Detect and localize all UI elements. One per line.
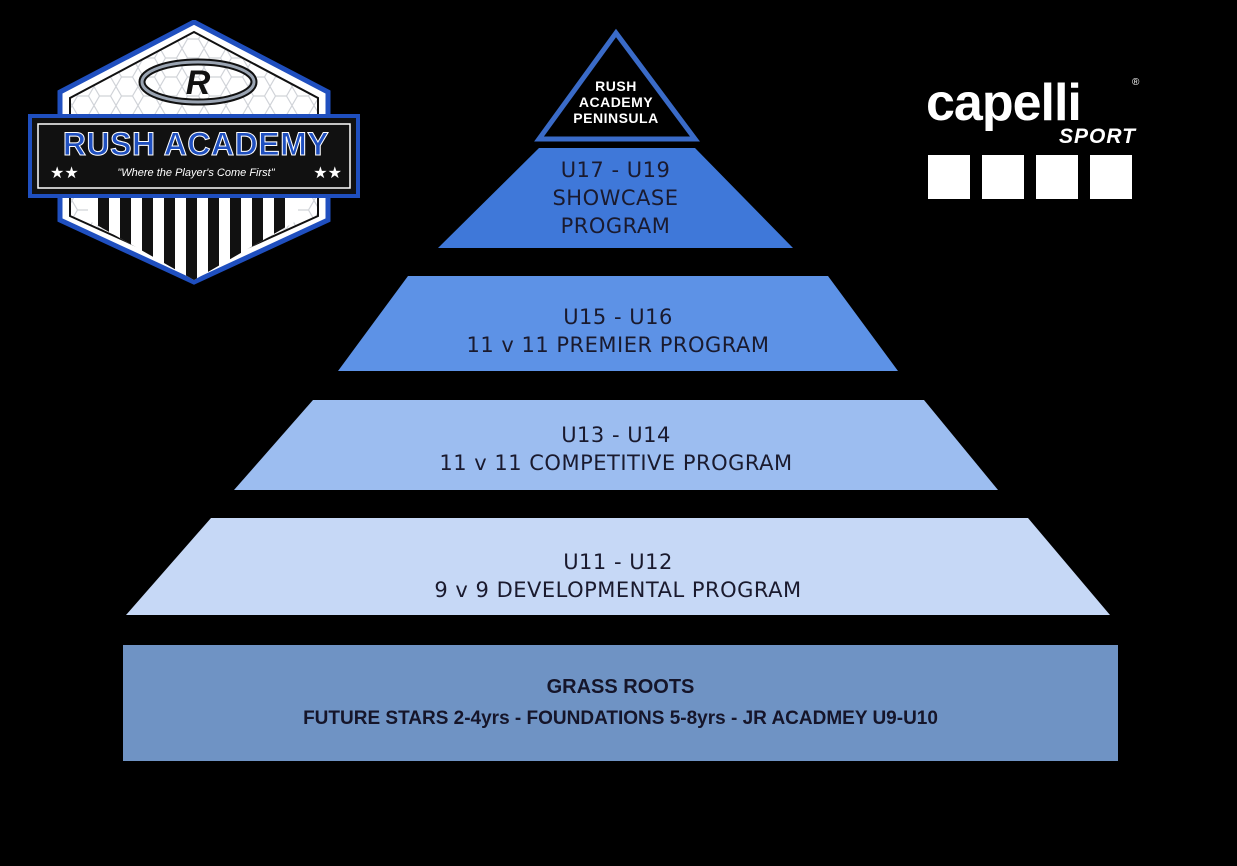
tier-line: U11 - U12 xyxy=(563,550,673,574)
tier-line: SHOWCASE xyxy=(552,186,679,210)
pyramid-tier-u17-u19 xyxy=(438,148,793,248)
registered-mark: ® xyxy=(1132,77,1140,88)
tier-line: U15 - U16 xyxy=(563,305,673,329)
tier-line: 11 v 11 PREMIER PROGRAM xyxy=(466,333,770,357)
apex-line: PENINSULA xyxy=(573,110,659,126)
tier-label-u11-u12: U11 - U12 9 v 9 DEVELOPMENTAL PROGRAM xyxy=(126,544,1110,608)
rush-tagline: "Where the Player's Come First" xyxy=(117,167,275,179)
capelli-block xyxy=(1090,155,1132,199)
base-label: GRASS ROOTS FUTURE STARS 2-4yrs - FOUNDA… xyxy=(123,662,1118,742)
tier-label-u15-u16: U15 - U16 11 v 11 PREMIER PROGRAM xyxy=(338,300,898,362)
rush-tagline-row: ★★ "Where the Player's Come First" ★★ xyxy=(50,163,342,183)
rush-academy-logo: R xyxy=(28,20,360,285)
rush-swoosh-icon: R xyxy=(138,58,258,106)
pyramid-tier-u11-u12 xyxy=(126,518,1110,615)
capelli-block xyxy=(928,155,970,199)
tier-line: U13 - U14 xyxy=(561,423,671,447)
tier-label-u17-u19: U17 - U19 SHOWCASE PROGRAM xyxy=(438,150,793,246)
capelli-wordmark: capelli xyxy=(926,74,1082,132)
capelli-block xyxy=(1036,155,1078,199)
apex-label: RUSH ACADEMY PENINSULA xyxy=(560,74,672,130)
capelli-block xyxy=(982,155,1024,199)
base-subtitle: FUTURE STARS 2-4yrs - FOUNDATIONS 5-8yrs… xyxy=(303,708,938,729)
capelli-sport-text: SPORT xyxy=(1059,125,1136,148)
rush-academy-title: RUSH ACADEMY xyxy=(62,126,330,163)
stripes-pattern xyxy=(88,192,298,280)
capelli-sport-logo: capelli ® SPORT xyxy=(902,53,1170,223)
apex-line: RUSH xyxy=(595,78,637,94)
tier-label-u13-u14: U13 - U14 11 v 11 COMPETITIVE PROGRAM xyxy=(234,418,998,480)
tier-line: 9 v 9 DEVELOPMENTAL PROGRAM xyxy=(434,578,802,602)
star-icon: ★★ xyxy=(50,165,79,182)
star-icon: ★★ xyxy=(313,165,342,182)
pyramid-apex xyxy=(534,28,700,142)
apex-line: ACADEMY xyxy=(578,94,654,110)
logo-banner xyxy=(28,114,360,198)
tier-line: 11 v 11 COMPETITIVE PROGRAM xyxy=(439,451,793,475)
tier-line: U17 - U19 xyxy=(560,158,671,182)
pyramid-tier-u15-u16 xyxy=(338,276,898,371)
pyramid-base-grass-roots xyxy=(123,645,1118,761)
svg-text:R: R xyxy=(186,64,211,102)
pyramid-tier-u13-u14 xyxy=(234,400,998,490)
base-title: GRASS ROOTS xyxy=(546,676,695,698)
tier-line: PROGRAM xyxy=(560,214,671,238)
